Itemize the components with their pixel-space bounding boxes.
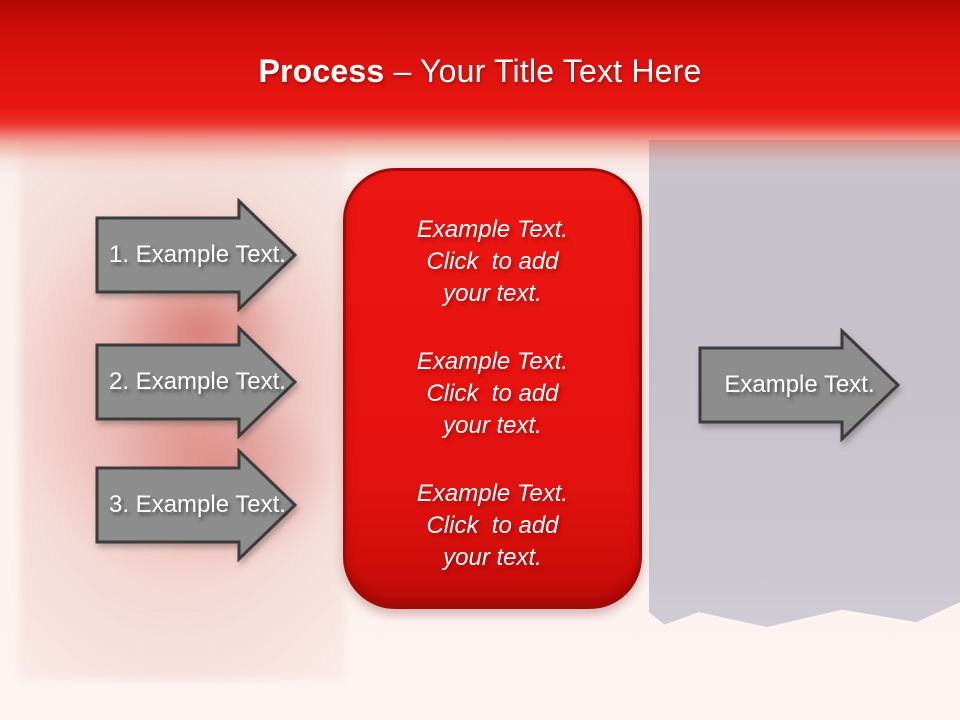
content-paragraph-1: Example Text. Click to add your text. bbox=[417, 214, 568, 310]
page-title-subtitle: – Your Title Text Here bbox=[384, 53, 702, 89]
content-line: Example Text. bbox=[416, 348, 569, 375]
title-bar: Process – Your Title Text Here bbox=[0, 0, 960, 176]
content-line: Click to add bbox=[426, 380, 559, 407]
step-arrow-label: 3. Example Text. bbox=[109, 491, 286, 518]
content-paragraph-2: Example Text. Click to add your text. bbox=[417, 346, 568, 442]
content-line: Example Text. bbox=[416, 480, 569, 507]
arrow-right-icon bbox=[95, 325, 298, 439]
content-paragraph-3: Example Text. Click to add your text. bbox=[417, 478, 568, 574]
process-step-arrow-3[interactable]: 3. Example Text. bbox=[95, 448, 298, 562]
step-arrow-label: 1. Example Text. bbox=[109, 241, 286, 268]
process-step-arrow-1[interactable]: 1. Example Text. bbox=[95, 198, 298, 312]
arrow-right-icon bbox=[95, 448, 298, 562]
content-line: Click to add bbox=[426, 248, 559, 275]
page-title: Process – Your Title Text Here bbox=[0, 0, 960, 90]
step-arrow-label: 2. Example Text. bbox=[109, 368, 286, 395]
output-arrow[interactable]: Example Text. bbox=[698, 328, 901, 442]
output-arrow-label: Example Text. bbox=[724, 371, 875, 398]
content-text-box[interactable]: Example Text. Click to add your text. Ex… bbox=[343, 168, 642, 609]
content-line: your text. bbox=[443, 280, 542, 307]
arrow-right-icon bbox=[95, 198, 298, 312]
content-line: your text. bbox=[443, 544, 542, 571]
page-title-keyword: Process bbox=[258, 53, 385, 89]
process-step-arrow-2[interactable]: 2. Example Text. bbox=[95, 325, 298, 439]
content-line: your text. bbox=[443, 412, 542, 439]
content-line: Click to add bbox=[426, 512, 559, 539]
content-line: Example Text. bbox=[416, 216, 569, 243]
arrow-right-icon bbox=[698, 328, 901, 442]
